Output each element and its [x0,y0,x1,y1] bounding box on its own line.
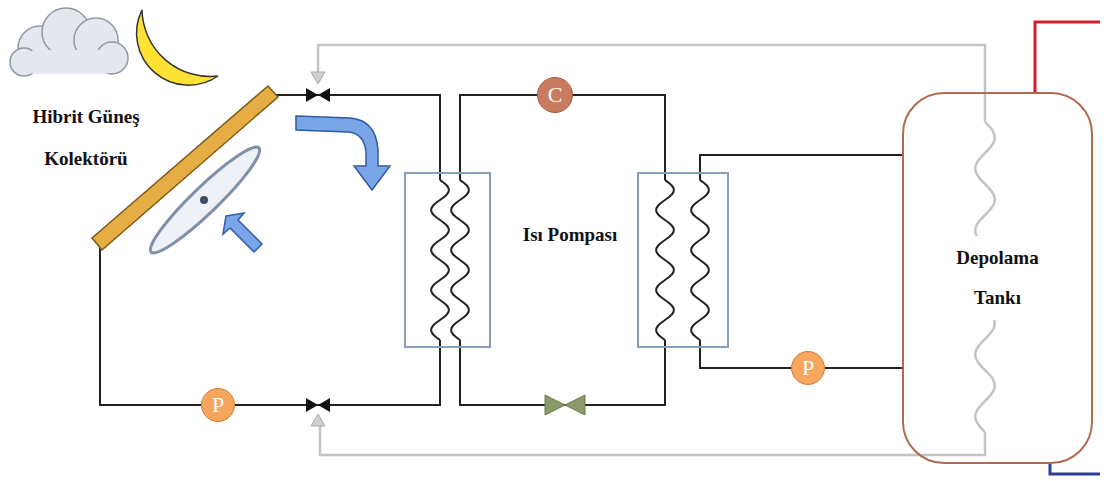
moon-icon [137,10,218,85]
water-pipe [700,155,902,180]
coil [451,180,469,340]
collector-pipe [100,246,440,405]
cold-water-inlet [1050,464,1100,474]
refrigerant-pipe [460,340,665,405]
coil [656,180,674,340]
water-pipe [700,340,792,368]
pipe-connector [825,367,902,369]
air-flow-arrow [296,116,390,190]
bypass-pipe [318,45,985,122]
bypass-pipe [320,424,985,455]
node-text: Depolama Tankı [940,236,1056,320]
three-way-valve [306,72,330,102]
cloud-icon [10,8,128,76]
compressor-symbol: C [537,77,573,113]
three-way-valve [306,398,330,426]
pump-symbol: P [791,351,825,385]
air-flow-arrow [223,213,262,252]
heat-exchanger [405,173,490,347]
heat-exchanger [638,173,728,347]
node-text: P [802,357,814,379]
expansion-valve [545,395,585,415]
pump-symbol: P [201,388,235,422]
heat-pump-label: Isı Pompası [522,215,618,255]
coil [691,180,709,340]
node-text: P [212,394,224,416]
hot-water-outlet [1035,22,1100,92]
storage-tank: Depolama Tankı [902,92,1093,464]
collector-label: Hibrit Güneş Kolektörü [6,96,166,180]
coil [431,180,449,340]
node-text: C [548,84,563,106]
fan-icon [142,139,268,262]
